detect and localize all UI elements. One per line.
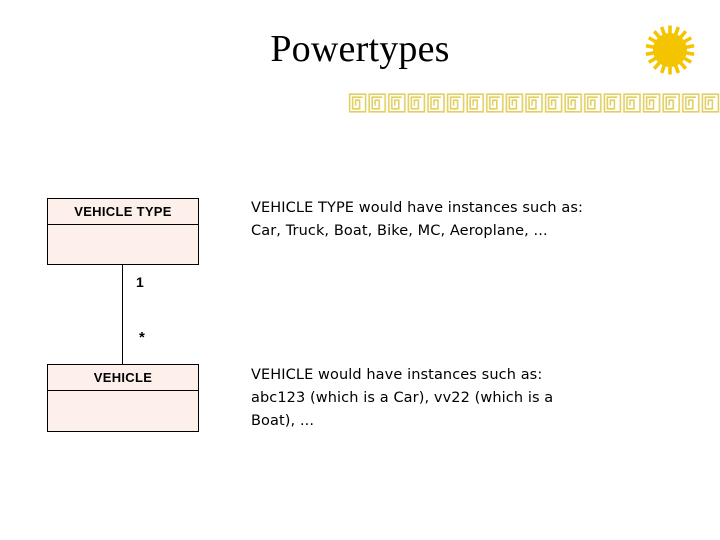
entity-box-vehicle[interactable]: VEHICLE [47, 364, 199, 432]
note-line: VEHICLE TYPE would have instances such a… [251, 200, 584, 216]
sunburst-icon [644, 24, 696, 76]
multiplicity-label-many: * [139, 329, 145, 346]
entity-box-vehicle-type[interactable]: VEHICLE TYPE [47, 198, 199, 265]
entity-attributes-vehicle-type [48, 225, 198, 264]
note-vehicle-type: VEHICLE TYPE would have instances such a… [251, 197, 691, 243]
note-line: Boat), ... [251, 413, 315, 429]
note-line: abc123 (which is a Car), vv22 (which is … [251, 390, 554, 406]
entity-attributes-vehicle [48, 391, 198, 430]
association-line [122, 264, 123, 364]
multiplicity-label-one: 1 [136, 274, 144, 290]
note-vehicle: VEHICLE would have instances such as: ab… [251, 364, 661, 433]
greek-key-border [348, 92, 720, 114]
entity-title-vehicle: VEHICLE [48, 365, 198, 391]
note-line: VEHICLE would have instances such as: [251, 367, 543, 383]
page-title: Powertypes [270, 28, 450, 70]
entity-title-vehicle-type: VEHICLE TYPE [48, 199, 198, 225]
note-line: Car, Truck, Boat, Bike, MC, Aeroplane, .… [251, 223, 548, 239]
